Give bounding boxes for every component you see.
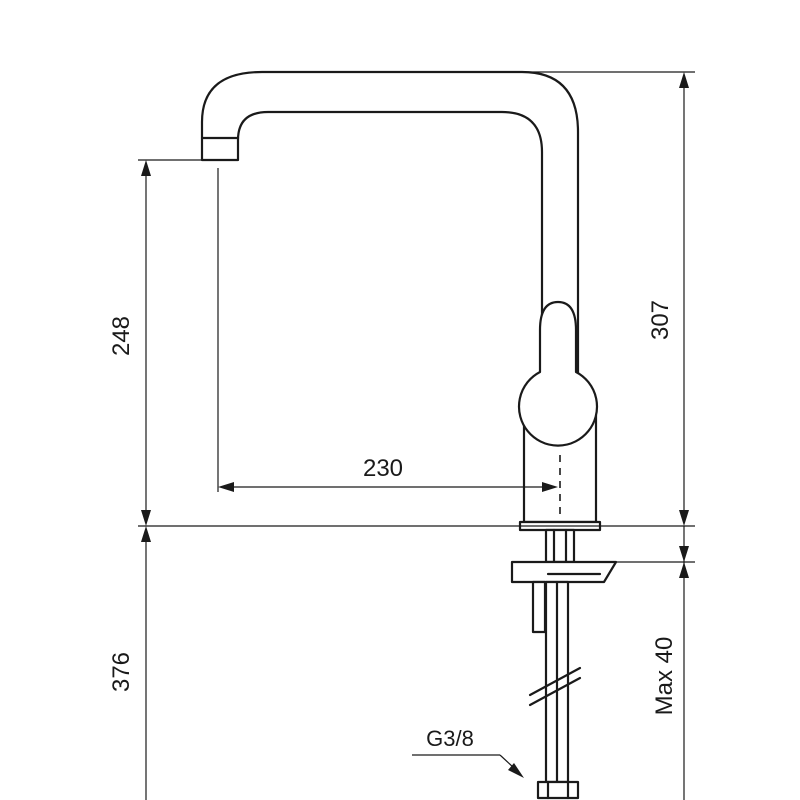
spout-tube [200,70,580,402]
below-counter-label: 376 [108,652,135,692]
thread-callout: G3/8 [412,726,524,778]
threaded-rod [531,580,547,634]
dimension-total-height: 307 [647,72,689,526]
extension-lines [138,71,695,563]
thread-size-label: G3/8 [426,726,474,751]
spout-reach-label: 230 [363,455,403,482]
faucet-drawing [200,70,618,800]
dimension-spout-height: 248 [108,160,151,526]
handle-lever [517,300,599,447]
break-line [528,676,582,707]
total-height-label: 307 [647,300,674,340]
dimension-below-counter: 376 [108,526,151,800]
dimension-spout-reach: 230 [218,455,558,492]
shank [544,528,576,564]
mounting-plate [510,560,618,584]
break-line [528,666,582,697]
max-counter-thickness-label: Max 40 [651,637,678,716]
dimension-max-counter-thickness: Max 40 [651,526,689,800]
spout-height-label: 248 [108,316,135,356]
hose-connector [536,780,580,800]
